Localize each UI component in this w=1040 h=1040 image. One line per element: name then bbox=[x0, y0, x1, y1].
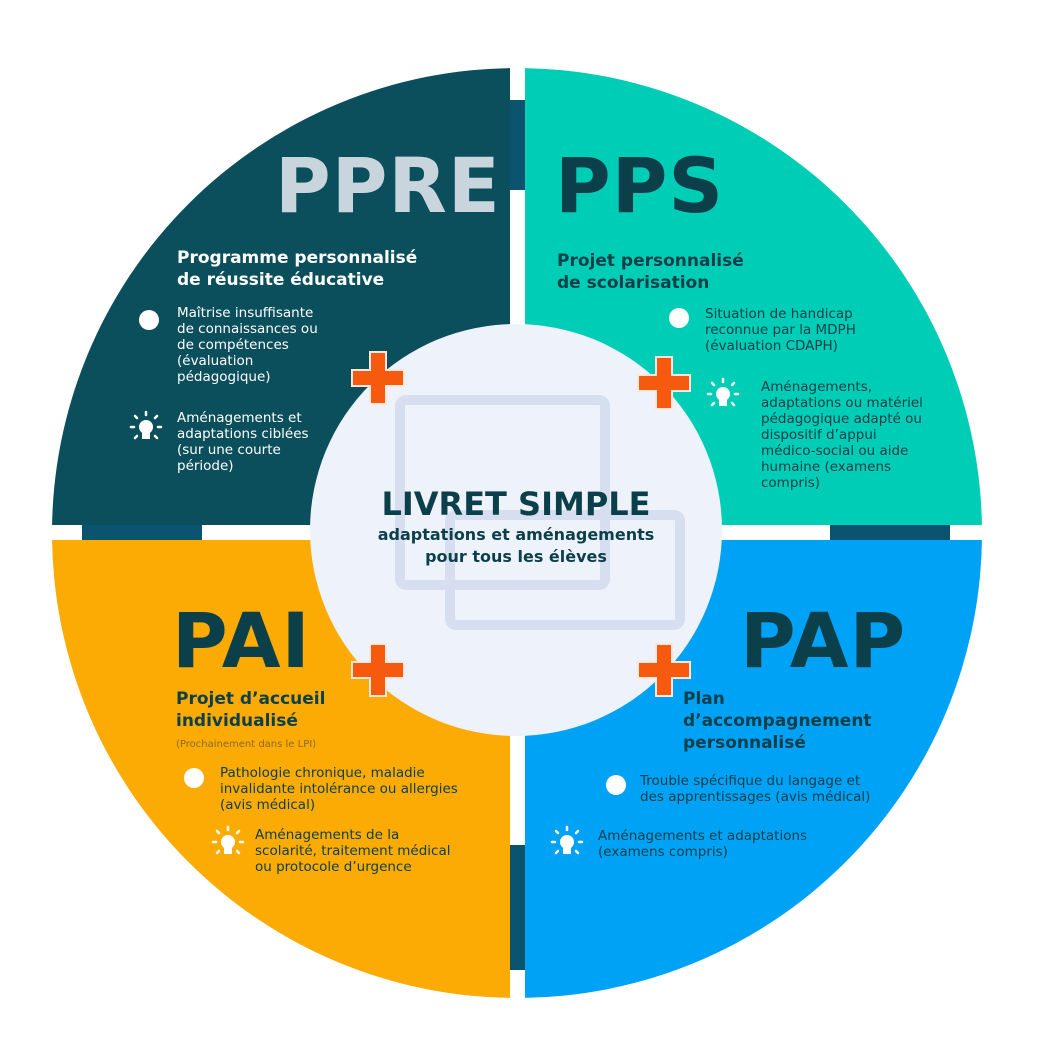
ppre-measure-line: (sur une courte bbox=[177, 442, 281, 458]
connector-top bbox=[508, 100, 527, 190]
pai-note: (Prochainement dans le LPI) bbox=[176, 739, 317, 750]
pap-title-line3: personnalisé bbox=[683, 733, 806, 753]
ppre-measure-line: période) bbox=[177, 458, 234, 474]
lightbulb-icon bbox=[129, 410, 163, 440]
criteria-dot-icon bbox=[139, 310, 159, 330]
lightbulb-icon bbox=[211, 825, 245, 855]
center-circle bbox=[310, 324, 722, 736]
pps-measure-line: compris) bbox=[761, 475, 821, 491]
connector-bottom bbox=[508, 845, 527, 970]
pai-criteria: Pathologie chronique, maladie invalidant… bbox=[220, 765, 458, 813]
plus-icon bbox=[637, 643, 691, 697]
pps-measure-line: humaine (examens bbox=[761, 459, 892, 475]
pai-criteria-line: Pathologie chronique, maladie bbox=[220, 765, 425, 781]
pai-acronym: PAI bbox=[172, 596, 311, 685]
pai-measure-line: Aménagements de la bbox=[255, 827, 400, 843]
plus-icon bbox=[351, 351, 405, 405]
pap-acronym: PAP bbox=[740, 596, 907, 685]
pap-criteria: Trouble spécifique du langage et des app… bbox=[640, 773, 870, 805]
criteria-dot-icon bbox=[184, 768, 204, 788]
criteria-dot-icon bbox=[606, 775, 626, 795]
pps-measure-line: adaptations ou matériel bbox=[761, 395, 923, 411]
criteria-dot-icon bbox=[669, 308, 689, 328]
ppre-criteria-line: (évaluation bbox=[177, 353, 254, 369]
pps-acronym: PPS bbox=[555, 141, 725, 230]
connector-left bbox=[82, 523, 202, 542]
ppre-title-line1: Programme personnalisé bbox=[177, 248, 418, 268]
pap-title-line1: Plan bbox=[683, 689, 725, 709]
pap-measures: Aménagements et adaptations (examens com… bbox=[598, 828, 807, 860]
ppre-criteria-line: Maîtrise insuffisante bbox=[177, 305, 314, 321]
center-subtitle-line1: adaptations et aménagements bbox=[377, 525, 655, 544]
plus-icon bbox=[351, 643, 405, 697]
ppre-criteria-line: de connaissances ou bbox=[177, 321, 318, 337]
ppre-measure-line: Aménagements et bbox=[177, 410, 302, 426]
pps-criteria: Situation de handicap reconnue par la MD… bbox=[705, 306, 856, 354]
pap-measure-line: Aménagements et adaptations bbox=[598, 828, 808, 844]
pap-criteria-line: Trouble spécifique du langage et bbox=[640, 773, 861, 789]
ppre-measure-line: adaptations ciblées bbox=[177, 426, 309, 442]
connector-right bbox=[830, 523, 950, 542]
pps-measure-line: pédagogique adapté ou bbox=[761, 411, 922, 427]
pai-criteria-line: (avis médical) bbox=[220, 797, 316, 813]
ppre-criteria-line: pédagogique) bbox=[177, 369, 271, 385]
ppre-criteria-line: de compétences bbox=[177, 337, 289, 353]
pps-criteria-line: reconnue par la MDPH bbox=[705, 322, 856, 338]
pps-measures: Aménagements, adaptations ou matériel pé… bbox=[761, 379, 923, 491]
center-title: LIVRET SIMPLE bbox=[381, 485, 651, 523]
center-subtitle-line2: pour tous les élèves bbox=[425, 547, 607, 566]
pps-measure-line: médico-social ou aide bbox=[761, 443, 909, 459]
pps-title-line2: de scolarisation bbox=[557, 273, 710, 293]
pai-measures: Aménagements de la scolarité, traitement… bbox=[255, 827, 451, 875]
lightbulb-icon bbox=[706, 377, 740, 407]
ppre-acronym: PPRE bbox=[275, 141, 501, 230]
pai-title-line1: Projet d’accueil bbox=[176, 689, 326, 709]
ppre-criteria: Maîtrise insuffisante de connaissances o… bbox=[177, 305, 318, 385]
pps-criteria-line: (évaluation CDAPH) bbox=[705, 338, 838, 354]
pap-criteria-line: des apprentissages (avis médical) bbox=[640, 789, 871, 805]
book-watermark-icon bbox=[395, 395, 685, 630]
pap-title-line2: d’accompagnement bbox=[683, 711, 872, 731]
plus-icon bbox=[637, 356, 691, 410]
ppre-measures: Aménagements et adaptations ciblées (sur… bbox=[177, 410, 309, 474]
pps-title-line1: Projet personnalisé bbox=[557, 251, 744, 271]
pps-criteria-line: Situation de handicap bbox=[705, 306, 853, 322]
pps-measure-line: Aménagements, bbox=[761, 379, 873, 395]
pai-title-line2: individualisé bbox=[176, 711, 298, 731]
pai-measure-line: ou protocole d’urgence bbox=[255, 859, 412, 875]
pap-measure-line: (examens compris) bbox=[598, 844, 728, 860]
lightbulb-icon bbox=[550, 825, 584, 855]
ppre-title-line2: de réussite éducative bbox=[177, 270, 385, 290]
pai-measure-line: scolarité, traitement médical bbox=[255, 843, 451, 859]
pps-measure-line: dispositif d’appui bbox=[761, 427, 877, 443]
pai-criteria-line: invalidante intolérance ou allergies bbox=[220, 781, 458, 797]
